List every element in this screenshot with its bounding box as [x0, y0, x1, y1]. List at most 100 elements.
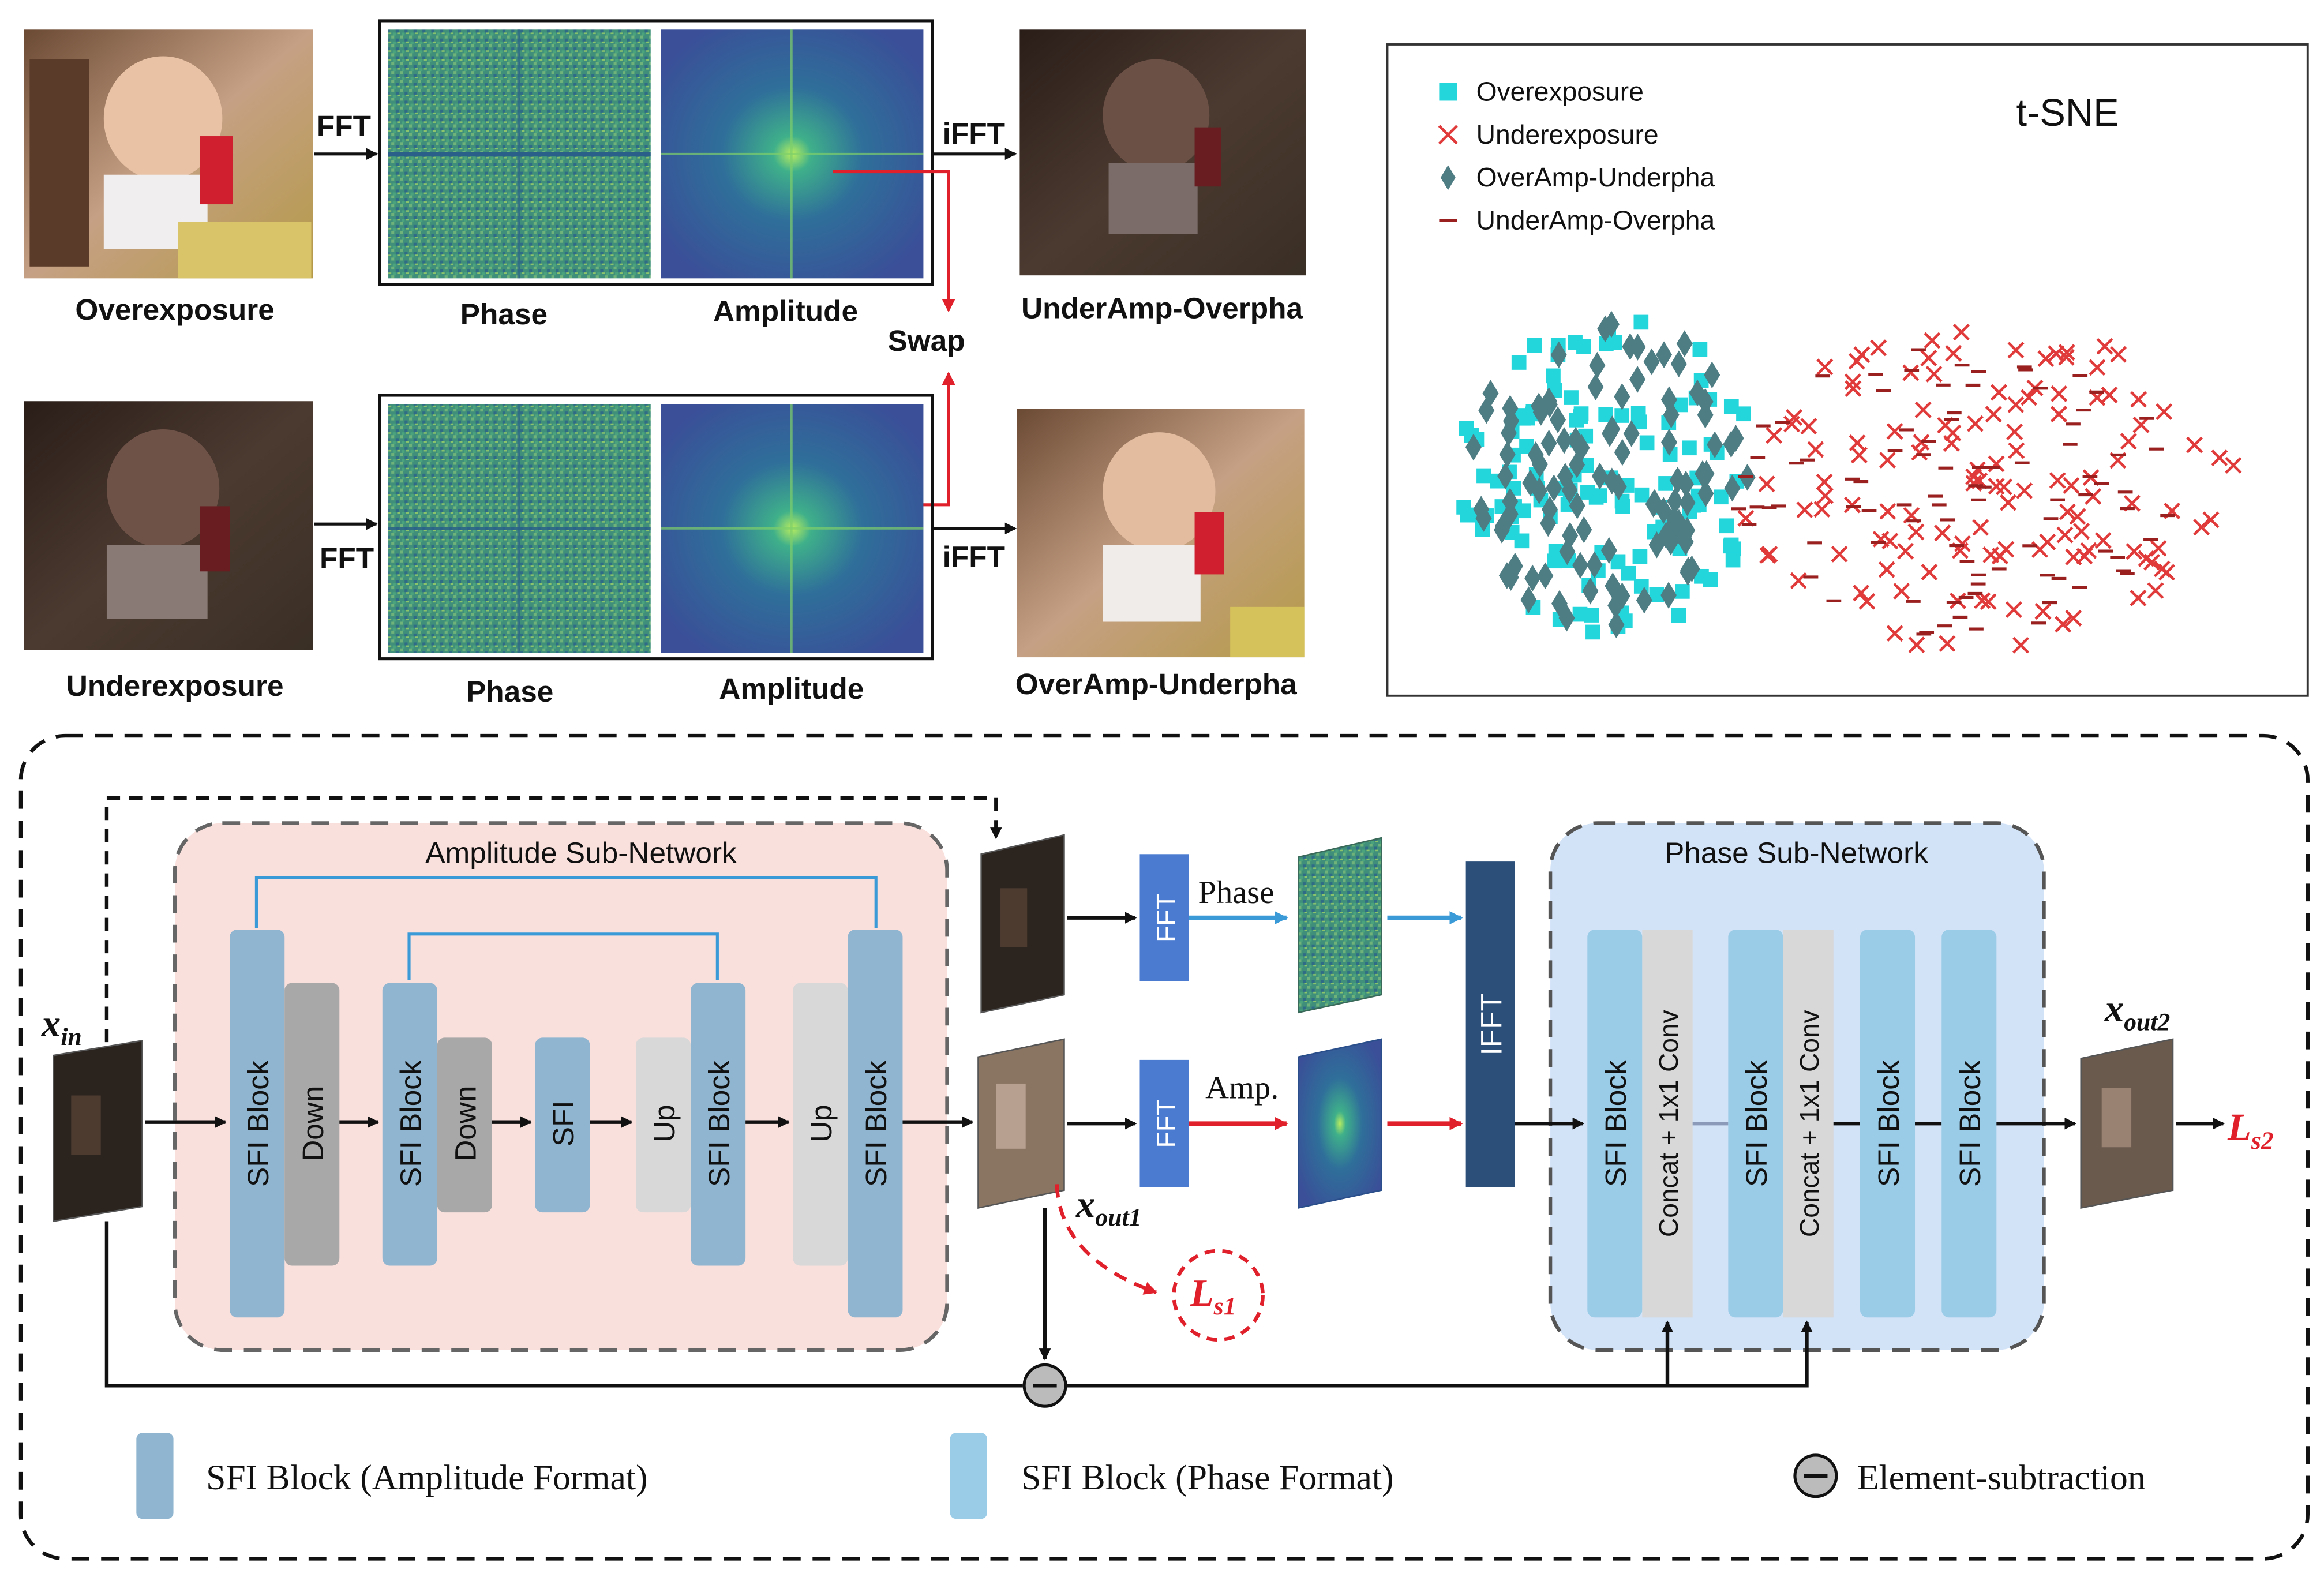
tsne-point: [1676, 330, 1693, 357]
tsne-point: [1858, 593, 1876, 610]
tsne-point: [1807, 441, 1824, 458]
tsne-point: [1502, 500, 1519, 528]
fft-label-top: FFT: [317, 110, 371, 143]
overamp-underpha-label: OverAmp-Underpha: [1015, 668, 1297, 700]
tsne-legend-marker: [1438, 125, 1458, 145]
tsne-point: [1816, 473, 1833, 490]
tsne-point: [2005, 601, 2022, 619]
tsne-frame: [1386, 43, 2309, 697]
svg-text:SFI Block: SFI Block: [1872, 1060, 1905, 1187]
tsne-point: [1692, 342, 1708, 357]
tsne-point: [1997, 541, 2015, 558]
tsne-point: [2021, 389, 2038, 406]
svg-text:FFT: FFT: [1151, 893, 1181, 942]
underamp-overpha-photo: [1019, 29, 1306, 276]
tsne-point: [1934, 524, 1951, 542]
tsne-point: [1610, 473, 1627, 500]
tsne-point: [2085, 488, 2102, 505]
x-out1-label: xout1: [1075, 1183, 1141, 1231]
tsne-point: [1893, 583, 1910, 600]
l-s1-label: Ls1: [1190, 1272, 1236, 1320]
phase-subnetwork-title: Phase Sub-Network: [1665, 837, 1928, 870]
tsne-point: [2048, 345, 2065, 362]
fft-label-bottom: FFT: [320, 542, 374, 575]
tsne-point: [1551, 590, 1568, 617]
overexposure-label: Overexposure: [75, 293, 274, 326]
tsne-point: [1587, 373, 1604, 400]
tsne-point: [1663, 401, 1680, 429]
ifft-label-bottom: iFFT: [943, 541, 1005, 574]
tsne-point: [1920, 350, 1937, 367]
tsne-point: [2008, 442, 2025, 459]
tsne-point: [1671, 608, 1686, 623]
tsne-point: [2012, 636, 2029, 654]
tsne-point: [2056, 526, 2074, 544]
tsne-point: [1697, 479, 1714, 507]
amp-sfi-block-4: SFI Block: [848, 930, 903, 1318]
tsne-point: [1680, 556, 1697, 584]
tsne-point: [1661, 518, 1678, 545]
tsne-point: [1707, 431, 1723, 459]
tsne-point: [1614, 383, 1630, 410]
tsne-point: [2132, 416, 2150, 433]
tsne-point: [1580, 485, 1595, 500]
tsne-point: [1907, 523, 1925, 541]
tsne-point: [2006, 423, 2023, 440]
tsne-point: [1682, 440, 1697, 456]
tsne-point: [1547, 553, 1562, 569]
tsne-point: [1908, 636, 1925, 654]
tsne-point: [1660, 582, 1677, 609]
svg-text:SFI Block: SFI Block: [860, 1060, 893, 1187]
tsne-point: [1704, 361, 1720, 389]
tsne-legend-marker: [1439, 83, 1457, 101]
tsne-point: [2089, 359, 2106, 376]
tsne-point: [1604, 415, 1621, 443]
tsne-point: [2059, 503, 2076, 520]
tsne-point: [1465, 433, 1482, 461]
tsne-point: [2063, 477, 2080, 494]
tsne-point: [1848, 353, 1865, 370]
tsne-legend-label: UnderAmp-Overpha: [1476, 205, 1715, 235]
spectrum-frame-top: [378, 19, 934, 286]
tsne-point: [1944, 424, 1962, 441]
tsne-point: [1674, 584, 1690, 599]
tsne-point: [1816, 487, 1834, 504]
tsne-point: [1952, 324, 1970, 341]
tsne-title: t-SNE: [2016, 92, 2119, 134]
tsne-point: [2094, 532, 2112, 549]
overamp-underpha-photo: [1017, 409, 1305, 658]
phase-sfi-block-3: SFI Block: [1860, 930, 1916, 1318]
tsne-point: [2101, 387, 2118, 403]
tsne-point: [1497, 462, 1514, 490]
svg-text:SFI Block: SFI Block: [395, 1060, 428, 1187]
svg-text:Element-subtraction: Element-subtraction: [1857, 1458, 2146, 1497]
tsne-point: [1576, 339, 1591, 354]
amp-down-1: Down: [284, 983, 340, 1266]
legend-subtraction: Element-subtraction: [1793, 1453, 2146, 1498]
phase-sfi-block-2: SFI Block: [1728, 930, 1783, 1318]
tsne-point: [2186, 436, 2203, 454]
tsne-point: [1622, 333, 1639, 361]
tsne-point: [1897, 542, 1914, 560]
tsne-point: [1569, 492, 1585, 519]
tsne-point: [1845, 380, 1862, 397]
svg-text:SFI: SFI: [547, 1100, 580, 1147]
phase-sfi-block-4: SFI Block: [1941, 930, 1997, 1318]
tsne-point: [1985, 406, 2002, 423]
tsne-point: [1759, 547, 1776, 564]
tsne-point: [1878, 561, 1895, 578]
tsne-point: [1967, 415, 1984, 432]
x-out2-image: [2080, 1038, 2174, 1209]
tsne-point: [1872, 530, 1890, 548]
tsne-point: [1646, 489, 1663, 516]
svg-text:Up: Up: [648, 1104, 681, 1142]
x-out2-label: xout2: [2104, 988, 2170, 1036]
tsne-point: [1623, 420, 1640, 447]
tsne-point: [1567, 426, 1584, 454]
tsne-point: [1995, 478, 2012, 496]
tsne-point: [1886, 625, 1903, 642]
fft-box-phase: FFT: [1139, 854, 1189, 981]
